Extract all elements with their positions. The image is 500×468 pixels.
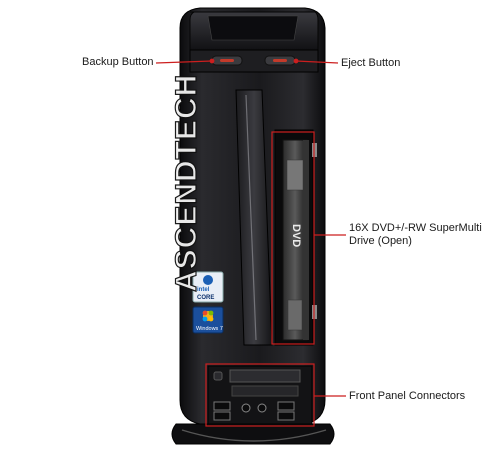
dvd-logo-text: DVD [290,224,302,247]
usb-port [277,411,295,421]
callout-drive-line2: Drive (Open) [349,235,412,247]
svg-text:Windows 7: Windows 7 [196,326,223,332]
svg-text:intel: intel [197,287,210,293]
callout-lines [155,58,346,427]
top-vent [207,15,299,41]
usb-port [277,401,295,411]
intel-core-badge: intel CORE [192,271,224,303]
watermark: ASCENDTECH [169,73,203,293]
front-panel-connectors [207,365,313,425]
svg-text:ASCENDTECH: ASCENDTECH [170,74,203,292]
windows-7-badge: Windows 7 [192,306,224,334]
usb-port [213,411,231,421]
svg-text:CORE: CORE [197,295,214,301]
chassis-base [171,423,335,445]
callout-optical-drive: 16X DVD+/-RW SuperMulti Drive (Open) [349,222,482,248]
dvd-logo-icon: DVD [290,224,302,247]
callout-front-panel: Front Panel Connectors [349,390,466,402]
callout-eject-button: Eject Button [341,57,401,69]
usb-port [213,401,231,411]
callout-drive-line1: 16X DVD+/-RW SuperMulti [349,222,482,234]
audio-jack [257,403,267,413]
callout-backup-button: Backup Button [82,56,154,68]
audio-jack [241,403,251,413]
front-door [235,89,273,346]
